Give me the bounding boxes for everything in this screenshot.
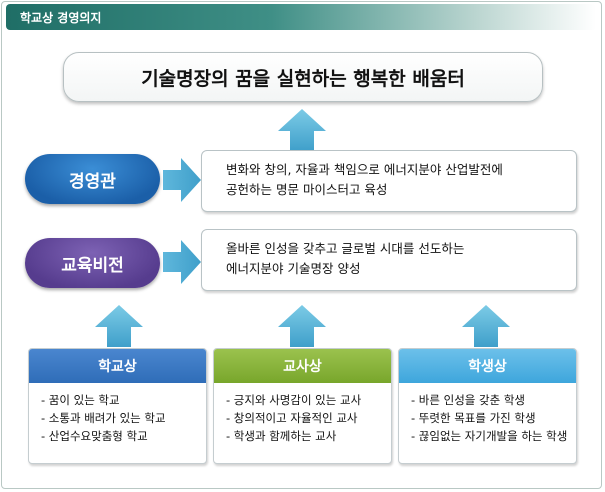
student-ideal-title: 학생상: [399, 349, 576, 383]
right-arrow-education-vision: [163, 240, 201, 284]
list-item: - 학생과 함께하는 교사: [226, 429, 337, 443]
list-item: - 바른 인성을 갖춘 학생: [411, 393, 525, 407]
management-description-box: 변화와 창의, 자율과 책임으로 에너지분야 산업발전에 공헌하는 명문 마이스…: [201, 150, 577, 212]
vision-statement-box: 기술명장의 꿈을 실현하는 행복한 배움터: [63, 52, 543, 102]
management-label: 경영관: [69, 171, 116, 192]
management-pill: 경영관: [25, 154, 160, 204]
school-ideal-card: 학교상 - 꿈이 있는 학교 - 소통과 배려가 있는 학교 - 산업수요맞춤형…: [28, 348, 207, 464]
up-arrow-student: [462, 305, 510, 347]
school-ideal-list: - 꿈이 있는 학교 - 소통과 배려가 있는 학교 - 산업수요맞춤형 학교: [29, 391, 206, 445]
header-title: 학교상 경영의지: [20, 11, 102, 25]
list-item: - 소통과 배려가 있는 학교: [41, 411, 166, 425]
list-item: - 뚜렷한 목표를 가진 학생: [411, 411, 536, 425]
right-arrow-management: [163, 158, 201, 202]
teacher-ideal-card: 교사상 - 긍지와 사명감이 있는 교사 - 창의적이고 자율적인 교사 - 학…: [213, 348, 392, 464]
education-vision-pill: 교육비전: [25, 238, 160, 288]
teacher-ideal-title: 교사상: [214, 349, 391, 383]
teacher-ideal-list: - 긍지와 사명감이 있는 교사 - 창의적이고 자율적인 교사 - 학생과 함…: [214, 391, 391, 445]
education-vision-description-box: 올바른 인성을 갖추고 글로벌 시대를 선도하는 에너지분야 기술명장 양성: [201, 229, 577, 291]
student-ideal-list: - 바른 인성을 갖춘 학생 - 뚜렷한 목표를 가진 학생 - 끊임없는 자기…: [399, 391, 576, 445]
education-vision-line-1: 올바른 인성을 갖추고 글로벌 시대를 선도하는: [226, 241, 465, 256]
school-ideal-title: 학교상: [29, 349, 206, 383]
up-arrow-school: [95, 305, 143, 347]
vision-statement-text: 기술명장의 꿈을 실현하는 행복한 배움터: [141, 67, 465, 90]
education-vision-label: 교육비전: [61, 255, 124, 276]
up-arrow-teacher: [278, 305, 326, 347]
student-ideal-card: 학생상 - 바른 인성을 갖춘 학생 - 뚜렷한 목표를 가진 학생 - 끊임없…: [398, 348, 577, 464]
management-line-1: 변화와 창의, 자율과 책임으로 에너지분야 산업발전에: [226, 162, 503, 177]
education-vision-line-2: 에너지분야 기술명장 양성: [226, 261, 361, 276]
management-line-2: 공헌하는 명문 마이스터고 육성: [226, 182, 388, 197]
header-bar: 학교상 경영의지: [6, 4, 596, 30]
up-arrow-to-vision: [278, 109, 326, 151]
list-item: - 산업수요맞춤형 학교: [41, 429, 148, 443]
list-item: - 꿈이 있는 학교: [41, 393, 120, 407]
list-item: - 긍지와 사명감이 있는 교사: [226, 393, 362, 407]
list-item: - 끊임없는 자기개발을 하는 학생: [411, 429, 568, 443]
list-item: - 창의적이고 자율적인 교사: [226, 411, 358, 425]
